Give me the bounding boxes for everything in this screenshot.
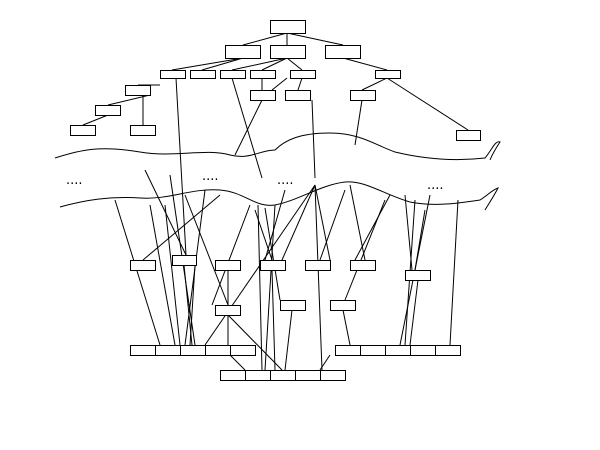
node-box	[230, 345, 256, 356]
connector-line	[361, 77, 388, 91]
node-box	[172, 255, 197, 266]
node-box	[435, 345, 461, 356]
connector-line	[189, 264, 196, 346]
node-box	[405, 270, 431, 281]
node-box	[245, 370, 271, 381]
node-box	[130, 125, 156, 136]
connector-line	[257, 204, 263, 371]
break-curves	[54, 132, 501, 211]
connector-line	[201, 57, 244, 71]
node-box	[270, 20, 306, 34]
node-box	[305, 260, 331, 271]
node-box	[270, 45, 306, 59]
connector-line	[227, 314, 283, 371]
connector-line	[319, 354, 331, 371]
connector-line	[231, 57, 288, 71]
node-box	[220, 370, 246, 381]
node-box	[180, 345, 206, 356]
node-box	[375, 70, 401, 79]
node-box	[335, 345, 361, 356]
node-box	[205, 345, 231, 356]
connector-line	[342, 57, 388, 71]
node-box	[250, 90, 276, 101]
connector-line	[386, 77, 469, 131]
node-box	[280, 300, 306, 311]
connector-line	[349, 184, 366, 261]
connector-line	[271, 77, 288, 91]
connector-line	[242, 32, 288, 46]
connector-line	[82, 114, 109, 126]
ellipsis-label: ....	[202, 169, 219, 184]
connector-line	[311, 99, 316, 179]
node-box	[190, 70, 216, 79]
node-box	[215, 305, 241, 316]
node-box	[155, 345, 181, 356]
node-box	[250, 70, 276, 79]
connector-line	[107, 94, 151, 106]
node-box	[130, 345, 156, 356]
node-box	[95, 105, 121, 116]
connector-line	[319, 189, 346, 261]
node-box	[215, 260, 241, 271]
node-box	[260, 260, 286, 271]
connector-line	[354, 99, 363, 146]
upper-break-curve	[54, 132, 501, 161]
node-box	[130, 260, 156, 271]
node-box	[456, 130, 481, 141]
connector-line	[264, 189, 286, 261]
node-box	[295, 370, 321, 381]
connector-line	[286, 32, 344, 46]
ellipsis-label: ....	[66, 173, 83, 188]
node-boxes	[70, 20, 481, 381]
node-box	[70, 125, 96, 136]
node-box	[385, 345, 411, 356]
connector-line	[211, 204, 251, 306]
connector-line	[234, 99, 263, 156]
connector-line	[261, 57, 288, 71]
connector-line	[297, 77, 303, 91]
connector-line	[271, 269, 276, 371]
lower-break-curve	[59, 181, 499, 211]
node-box	[285, 90, 311, 101]
node-box	[320, 370, 346, 381]
ellipsis-label: ....	[277, 173, 294, 188]
node-box	[160, 70, 186, 79]
connector-line	[142, 194, 221, 261]
connector-line	[281, 184, 316, 261]
connector-line	[171, 57, 244, 71]
connector-line	[284, 309, 293, 371]
node-box	[350, 90, 376, 101]
connector-line	[449, 199, 459, 346]
connector-line	[342, 309, 351, 346]
node-box	[360, 345, 386, 356]
node-box	[125, 85, 151, 96]
node-box	[410, 345, 436, 356]
connector-line	[231, 77, 263, 179]
ellipsis-label: ....	[427, 178, 444, 193]
connector-line	[286, 57, 303, 71]
node-box	[220, 70, 246, 79]
connector-line	[409, 279, 419, 346]
connector-line	[414, 209, 426, 271]
node-box	[225, 45, 261, 59]
node-box	[350, 260, 376, 271]
connector-line	[229, 354, 246, 371]
connector-line	[354, 194, 391, 261]
edges	[82, 32, 469, 371]
node-box	[330, 300, 356, 311]
connector-line	[149, 204, 176, 346]
node-box	[270, 370, 296, 381]
connector-line	[114, 199, 161, 346]
connector-line	[314, 184, 323, 371]
ellipsis-labels: .... .... .... ....	[66, 169, 444, 193]
connector-line	[314, 184, 331, 261]
connector-line	[184, 194, 229, 306]
connector-line	[164, 204, 181, 346]
node-box	[290, 70, 316, 79]
node-box	[325, 45, 361, 59]
